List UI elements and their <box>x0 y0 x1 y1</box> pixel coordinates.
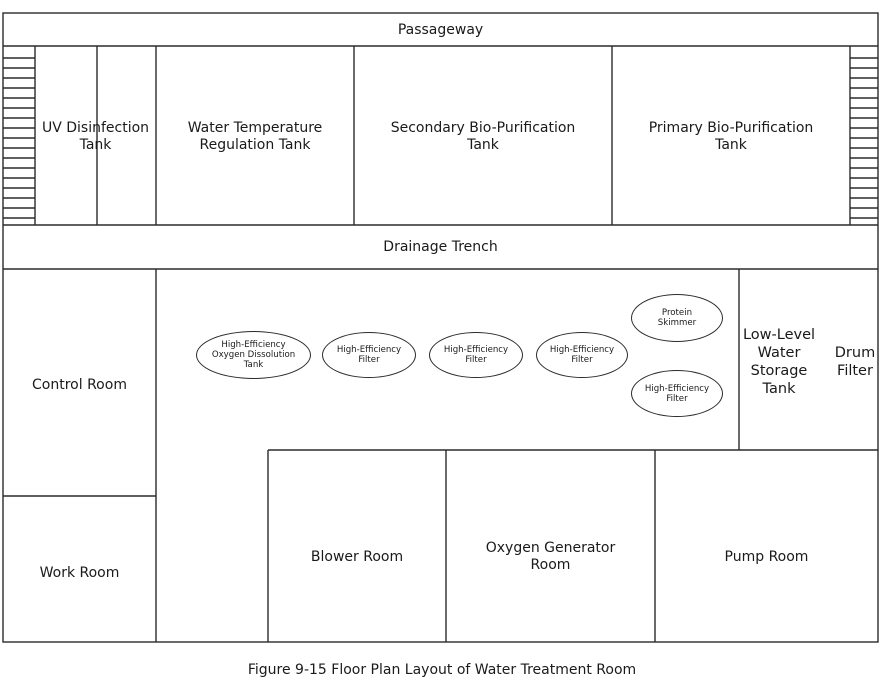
blower-room-label: Blower Room <box>310 548 404 565</box>
uv-disinfection-tank-label: UV Disinfection Tank <box>41 120 150 153</box>
oxygen-dissolution-tank: High-Efficiency Oxygen Dissolution Tank <box>196 331 311 379</box>
figure-caption: Figure 9-15 Floor Plan Layout of Water T… <box>247 662 637 678</box>
right-staircase <box>850 57 878 219</box>
primary-bio-purification-tank-label: Primary Bio-Purification Tank <box>648 120 814 153</box>
oxygen-generator-room-label: Oxygen Generator Room <box>485 540 616 573</box>
outer-wall <box>2 12 879 643</box>
high-efficiency-filter-2: High-Efficiency Filter <box>429 332 523 378</box>
low-level-water-storage-tank-label: Low-Level Water Storage Tank <box>742 327 816 397</box>
water-temperature-regulation-tank-label: Water Temperature Regulation Tank <box>187 120 323 153</box>
left-staircase <box>3 57 35 219</box>
work-room-label: Work Room <box>39 564 120 581</box>
drum-filter-label: Drum Filter <box>834 345 876 379</box>
high-efficiency-filter-3: High-Efficiency Filter <box>536 332 628 378</box>
secondary-bio-purification-tank-label: Secondary Bio-Purification Tank <box>390 120 576 153</box>
pump-room-label: Pump Room <box>724 548 809 565</box>
control-room-label: Control Room <box>32 376 127 393</box>
drainage-trench-label: Drainage Trench <box>383 239 498 255</box>
passageway-label: Passageway <box>397 21 484 38</box>
high-efficiency-filter-1: High-Efficiency Filter <box>322 332 416 378</box>
high-efficiency-filter-4: High-Efficiency Filter <box>631 370 723 417</box>
protein-skimmer: Protein Skimmer <box>631 294 723 342</box>
